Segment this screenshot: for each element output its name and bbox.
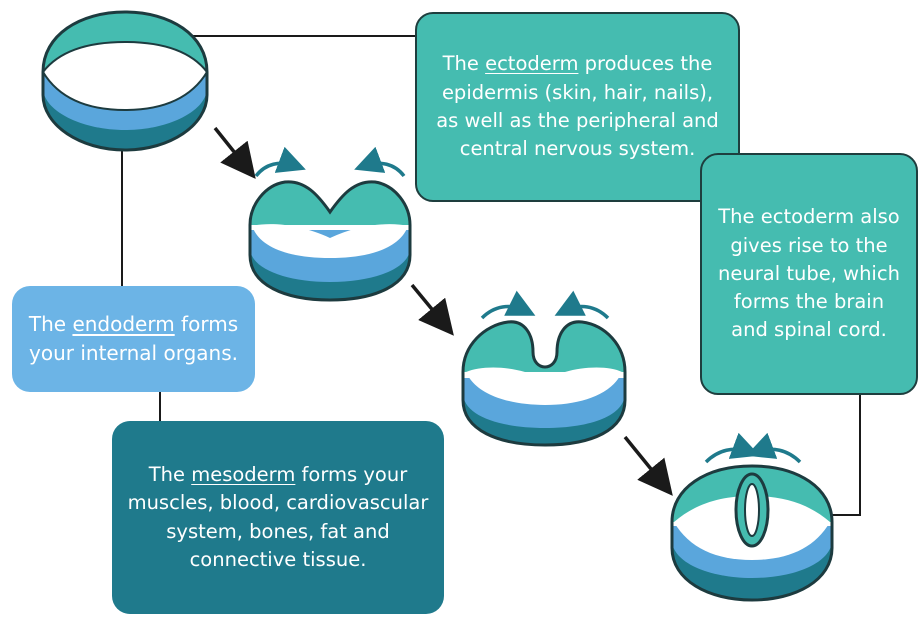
ectoderm-term: ectoderm	[485, 52, 578, 75]
ectoderm-label-box: The ectoderm produces the epidermis (ski…	[415, 12, 740, 202]
stage-neural-groove	[463, 307, 625, 445]
neural-tube-lumen	[745, 484, 759, 536]
neural-tube-label-box: The ectoderm also gives rise to the neur…	[700, 153, 918, 395]
progress-arrow	[215, 128, 247, 168]
stage-neural-tube	[672, 449, 832, 600]
mesoderm-label-box: The mesoderm forms your muscles, blood, …	[112, 421, 444, 614]
progress-arrow	[412, 285, 445, 325]
endoderm-label-text: The endoderm forms your internal organs.	[26, 310, 241, 368]
ectoderm-label-text: The ectoderm produces the epidermis (ski…	[431, 50, 724, 163]
ectoderm-layer	[250, 182, 410, 225]
progress-arrow	[625, 437, 664, 485]
endoderm-label-box: The endoderm forms your internal organs.	[12, 286, 255, 392]
neural-tube-label-text: The ectoderm also gives rise to the neur…	[716, 203, 902, 344]
mesoderm-label-text: The mesoderm forms your muscles, blood, …	[126, 461, 430, 574]
endoderm-term: endoderm	[72, 312, 174, 336]
stage-neural-plate	[250, 163, 410, 300]
mesoderm-term: mesoderm	[191, 463, 295, 486]
stage-flat-disc	[43, 12, 207, 150]
